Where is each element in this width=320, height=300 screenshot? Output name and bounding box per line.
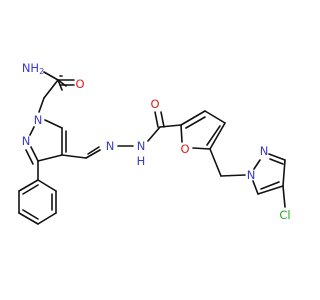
bond-ph-3 xyxy=(37,212,57,225)
atom-o-carbonyl: O xyxy=(150,97,159,111)
bond-ch2-ncpz xyxy=(220,174,246,177)
atom-o-furan: O xyxy=(180,142,189,156)
bond-ph-1 xyxy=(37,179,57,192)
atom-n1-chloropyrazole: N xyxy=(247,168,256,182)
atom-n1-pyrazole: N xyxy=(34,113,43,127)
atom-n-imine: N xyxy=(106,139,115,153)
bond-amide-c-ch2 xyxy=(43,79,59,99)
atom-nh2: NH2 xyxy=(22,61,44,76)
atom-h-hydrazide: H xyxy=(137,154,146,168)
atom-nh2-subscript: 2 xyxy=(39,67,44,76)
bond-nnh-carbonyl xyxy=(147,126,161,142)
bond-cpz-n2-c3 xyxy=(268,153,286,161)
atom-labels: NH2 O N N N N H O O N N Cl xyxy=(22,61,291,222)
bond-pz-c5-n1 xyxy=(44,119,63,129)
bond-cpz-n1-n2 xyxy=(253,159,261,170)
atom-n2-pyrazole: N xyxy=(22,134,31,148)
bond-carbonyl-o xyxy=(154,111,159,128)
bond-carbonyl-o-double xyxy=(160,111,165,128)
bond-furan-c4-c5 xyxy=(209,122,226,150)
atom-o-amide: O xyxy=(75,77,84,91)
bond-cpz-c4-c5-double xyxy=(260,181,280,190)
bond-ch2-n1 xyxy=(38,97,45,113)
bond-pz-n2-c3-double xyxy=(25,149,34,165)
bond-furan-ch2 xyxy=(209,148,222,177)
bond-carbonyl-furan xyxy=(159,124,182,128)
bond-cpz-c4-cl xyxy=(282,185,286,208)
bond-cpz-c5-n1 xyxy=(252,180,259,195)
bond-nh2-c xyxy=(43,71,59,81)
bond-c4-ch xyxy=(61,154,87,159)
bond-furan-c3-c4 xyxy=(204,110,226,124)
atom-nh2-text: NH xyxy=(22,61,39,75)
bond-furan-c5-o xyxy=(192,147,211,150)
bond-furan-c2-c3-double xyxy=(185,116,206,129)
bond-ph-4 xyxy=(18,212,39,225)
bond-pz-n1-n2 xyxy=(29,126,35,136)
bond-ph-6-double xyxy=(22,184,39,195)
bond-pz-c3-c4 xyxy=(37,154,63,162)
bond-furan-c2-c3 xyxy=(180,110,206,126)
atom-n-hydrazide: N xyxy=(137,139,146,153)
atom-cl: Cl xyxy=(279,208,290,222)
bond-pz-n2-c3 xyxy=(30,146,39,162)
bond-ch-nimine-double xyxy=(87,146,100,155)
bond-furan-o-c2 xyxy=(180,124,183,143)
bonds xyxy=(18,71,286,225)
bond-ch-nimine xyxy=(85,149,101,159)
bond-ph-6 xyxy=(18,179,39,192)
bond-ph-4-double xyxy=(22,209,39,220)
bond-cpz-n2-c3-double xyxy=(269,158,284,165)
bond-cpz-c4-c5 xyxy=(257,185,284,195)
chemical-structure-diagram: NH2 O N N N N H O O N N Cl xyxy=(18,61,291,225)
bond-cpz-c3-c4 xyxy=(282,159,286,187)
atom-n2-chloropyrazole: N xyxy=(260,144,269,158)
bond-furan-c4-c5-double xyxy=(206,125,221,146)
